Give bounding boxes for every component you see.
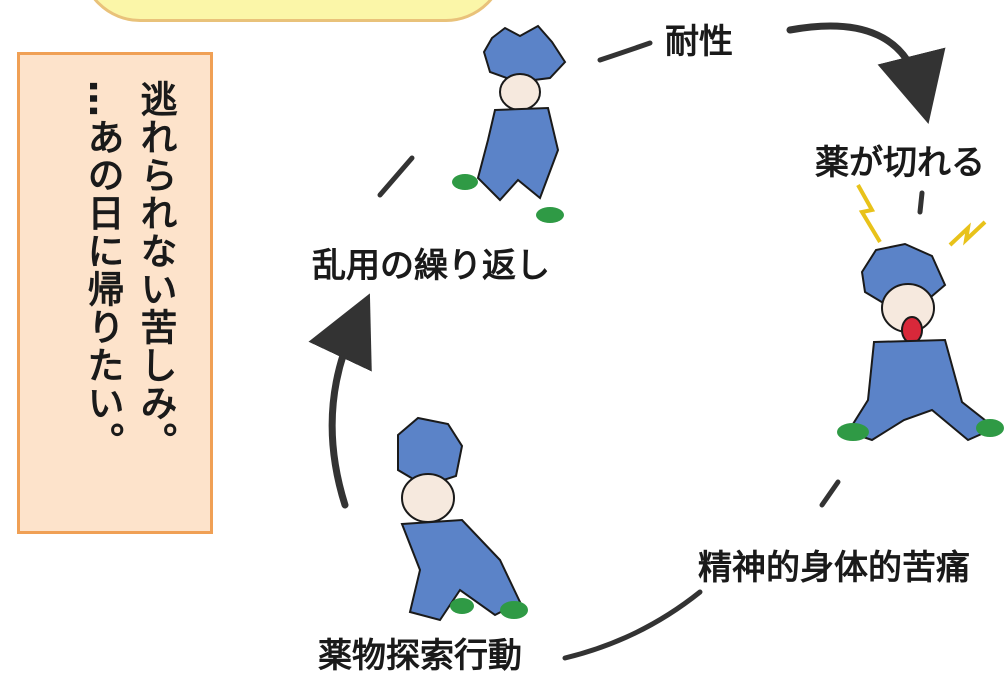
- connector-wearsoff-down: [917, 190, 925, 215]
- label-tolerance: 耐性: [665, 22, 733, 62]
- arrow-seeking-to-repeat: [308, 293, 372, 509]
- label-drug-seeking: 薬物探索行動: [318, 636, 522, 676]
- character-panicking-illustration: [837, 242, 1004, 442]
- quote-line-2: …あの日に帰りたい。: [81, 80, 124, 460]
- connector-top: [597, 40, 653, 63]
- lightning-icon: [948, 220, 987, 247]
- connector-suffering-up: [819, 479, 841, 508]
- quote-panel: 逃れられない苦しみ。 …あの日に帰りたい。: [17, 52, 213, 534]
- arrow-tolerance-to-wearsoff: [786, 22, 946, 124]
- label-suffering: 精神的身体的苦痛: [698, 548, 970, 588]
- connector-repeat-up: [377, 155, 415, 198]
- quote-line-1: 逃れられない苦しみ。: [134, 80, 177, 460]
- character-seeking-illustration: [397, 416, 528, 622]
- label-repeated-abuse: 乱用の繰り返し: [312, 246, 550, 286]
- lightning-icon: [856, 184, 882, 244]
- connector-bottom: [562, 589, 703, 661]
- character-trembling-illustration: [452, 24, 567, 223]
- label-wears-off: 薬が切れる: [815, 143, 985, 183]
